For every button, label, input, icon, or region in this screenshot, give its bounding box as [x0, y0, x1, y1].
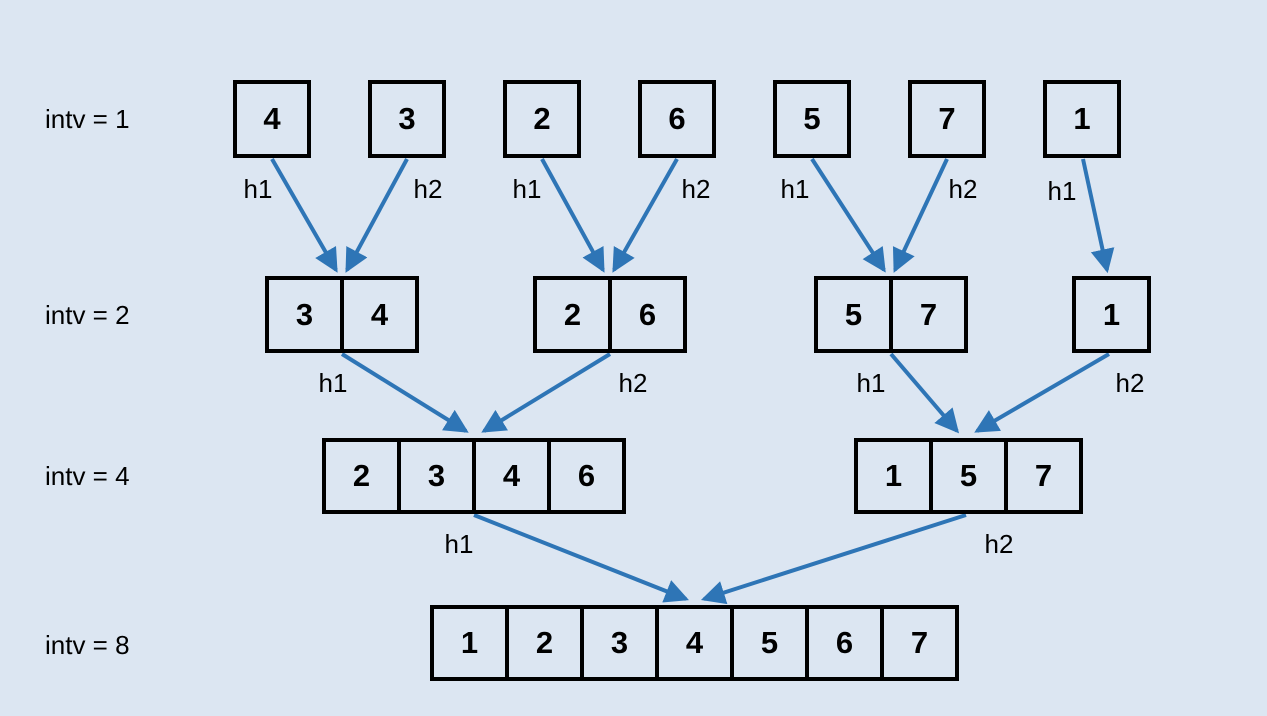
- array-group: 1: [1072, 276, 1151, 353]
- array-cell: 6: [608, 276, 687, 353]
- merge-arrow: [481, 352, 612, 433]
- array-cell: 4: [472, 438, 551, 514]
- half-label: h2: [413, 174, 443, 204]
- array-cell: 2: [503, 80, 581, 158]
- merge-arrow: [889, 352, 960, 434]
- merge-arrow: [345, 158, 409, 273]
- array-group: 6: [638, 80, 716, 158]
- half-label: h2: [1115, 368, 1145, 398]
- array-cell: 4: [655, 605, 734, 681]
- array-cell: 1: [854, 438, 933, 514]
- array-group: 7: [908, 80, 986, 158]
- half-label: h2: [984, 529, 1014, 559]
- half-label: h1: [856, 368, 886, 398]
- array-cell: 1: [430, 605, 509, 681]
- array-group: 2 6: [533, 276, 687, 353]
- array-group: 1 5 7: [854, 438, 1083, 514]
- array-cell: 4: [340, 276, 419, 353]
- array-cell: 1: [1072, 276, 1151, 353]
- array-group: 5 7: [814, 276, 968, 353]
- array-cell: 1: [1043, 80, 1121, 158]
- merge-arrow: [612, 158, 679, 273]
- half-label: h1: [512, 174, 542, 204]
- array-group: 5: [773, 80, 851, 158]
- merge-arrow: [810, 157, 886, 273]
- array-cell: 3: [368, 80, 446, 158]
- half-label: h1: [318, 368, 348, 398]
- merge-arrow: [270, 158, 338, 273]
- array-cell: 7: [889, 276, 968, 353]
- merge-arrow: [473, 513, 689, 603]
- merge-arrow: [892, 158, 949, 273]
- array-group: 4: [233, 80, 311, 158]
- half-label: h2: [681, 174, 711, 204]
- array-group: 1: [1043, 80, 1121, 158]
- array-cell: 5: [929, 438, 1008, 514]
- array-cell: 4: [233, 80, 311, 158]
- array-group: 3: [368, 80, 446, 158]
- array-cell: 5: [814, 276, 893, 353]
- merge-arrow: [1081, 158, 1115, 274]
- array-cell: 6: [805, 605, 884, 681]
- array-cell: 3: [265, 276, 344, 353]
- interval-label-4: intv = 4: [45, 461, 130, 491]
- merge-arrow: [340, 352, 469, 433]
- half-label: h1: [1047, 176, 1077, 206]
- merge-arrow: [700, 513, 967, 605]
- array-group: 2 3 4 6: [322, 438, 626, 514]
- half-label: h1: [780, 174, 810, 204]
- half-label: h1: [243, 174, 273, 204]
- array-cell: 6: [547, 438, 626, 514]
- array-cell: 7: [1004, 438, 1083, 514]
- interval-label-8: intv = 8: [45, 630, 130, 660]
- interval-label-2: intv = 2: [45, 300, 130, 330]
- half-label: h2: [618, 368, 648, 398]
- array-cell: 5: [773, 80, 851, 158]
- array-group: 3 4: [265, 276, 419, 353]
- array-group: 2: [503, 80, 581, 158]
- half-label: h2: [948, 174, 978, 204]
- array-cell: 6: [638, 80, 716, 158]
- interval-label-1: intv = 1: [45, 104, 130, 134]
- array-group: 1 2 3 4 5 6 7: [430, 605, 959, 681]
- array-cell: 5: [730, 605, 809, 681]
- array-cell: 2: [505, 605, 584, 681]
- merge-arrow: [974, 352, 1111, 433]
- array-cell: 2: [322, 438, 401, 514]
- array-cell: 7: [908, 80, 986, 158]
- half-label: h1: [444, 529, 474, 559]
- array-cell: 3: [580, 605, 659, 681]
- array-cell: 7: [880, 605, 959, 681]
- merge-arrow: [540, 158, 605, 273]
- array-cell: 2: [533, 276, 612, 353]
- array-cell: 3: [397, 438, 476, 514]
